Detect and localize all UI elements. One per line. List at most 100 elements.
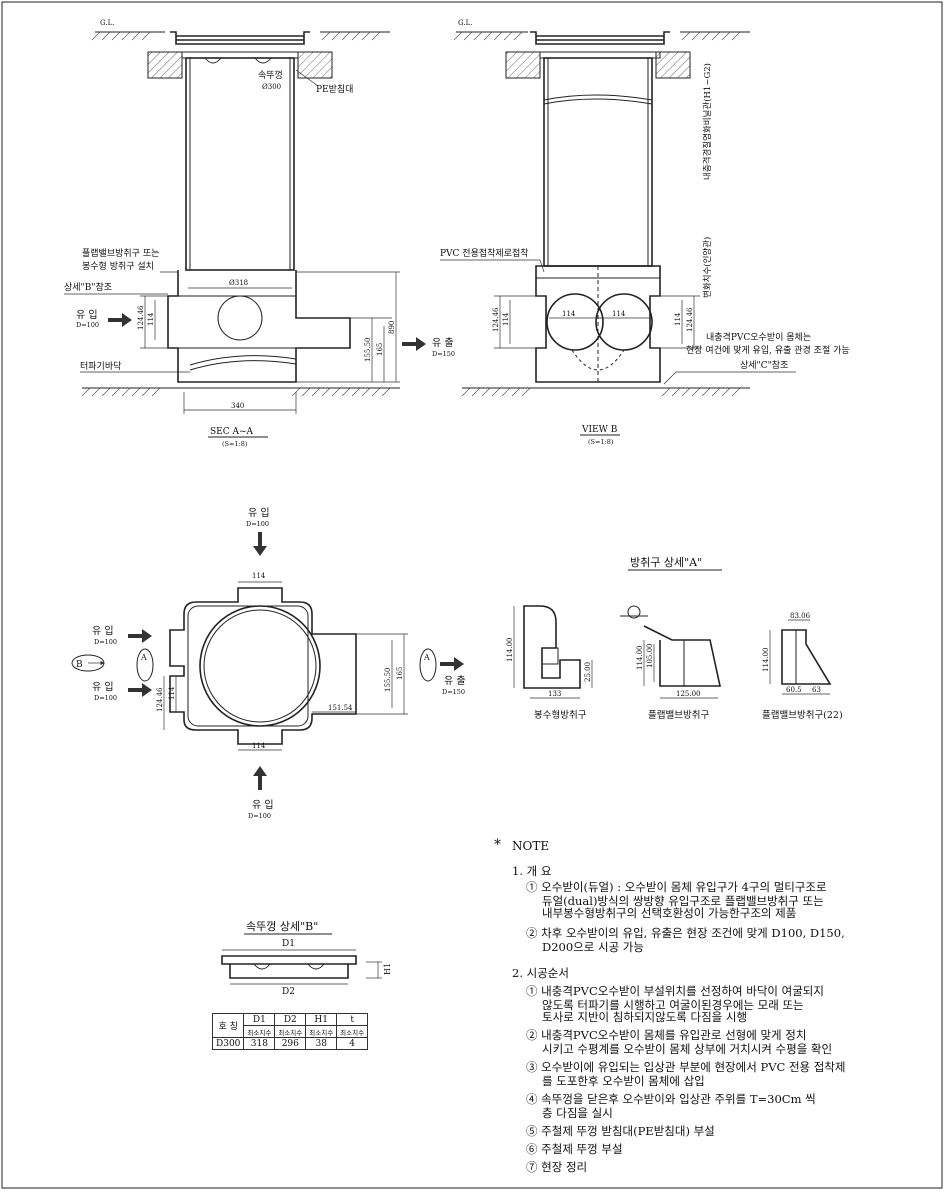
plan-outlet-arrow	[440, 657, 464, 671]
trap3-shape	[781, 629, 832, 685]
inlet-ring-left	[546, 293, 604, 351]
plan-outline	[169, 587, 357, 745]
outlet-arrow	[402, 337, 426, 351]
detail-c-ref: 상세"C"참조	[740, 360, 788, 371]
plan-dim-114-top: 114	[252, 572, 266, 580]
d1-label: D1	[282, 939, 295, 949]
outlet-label: 유 출	[432, 337, 454, 349]
trap2-valve	[627, 605, 641, 619]
inlet-ring-right	[595, 293, 653, 351]
trap2-h2: 105.00	[646, 644, 654, 669]
trap1-h: 114.00	[506, 638, 514, 663]
plan-inlet-bottom-d: D=100	[248, 812, 271, 820]
note-s2-i4-l2: 층 다짐을 실시	[542, 1106, 613, 1120]
pipe-note: 내충격경질염화비닐관(H1~G2)	[702, 63, 713, 180]
dim-165: 165	[376, 343, 384, 356]
marker-a-left	[136, 648, 154, 682]
pvc-glue-note: PVC 전용접착제로접착	[440, 247, 529, 259]
table-header-cell: D1	[243, 1013, 276, 1026]
note-s2-i3-l2: 를 도포한후 오수받이 몸체에 삽입	[542, 1074, 705, 1088]
dim-114: 114	[147, 312, 155, 326]
trap1-label: 봉수형방취구	[534, 710, 587, 721]
plan-chamber-circle	[199, 605, 321, 727]
marker-a-left-text: A	[140, 653, 147, 662]
plan-inlet-left1-d: D=100	[94, 638, 117, 646]
outlet-opening	[217, 295, 263, 341]
note-s1-i1-l2: 듀얼(dual)방식의 쌍방향 유입구조로 플랩밸브방취구 또는	[542, 894, 824, 908]
dim-114-r: 114	[674, 312, 682, 326]
dim-114-a: 114	[562, 310, 576, 318]
table-header-cell: H1	[305, 1013, 338, 1026]
plan-inlet-left1-arrow	[128, 629, 152, 643]
dim-12446-l: 124.46	[492, 307, 500, 332]
note-s2-i2-l2: 시키고 수평계를 오수받이 몸체 상부에 거치시켜 수평을 확인	[542, 1042, 833, 1056]
plan-inlet-left2: 유 입	[92, 680, 114, 693]
table-cell: 38	[305, 1037, 338, 1050]
detail-a-title: 방취구 상세"A"	[630, 556, 702, 569]
table-row: D300 318 296 38 4	[211, 1037, 369, 1050]
note-s2-i1-l3: 토사로 지반이 침하되지않도록 다짐을 시행	[542, 1010, 748, 1024]
note-star: *	[494, 837, 501, 853]
plan-inlet-left2-arrow	[128, 683, 152, 697]
note-s1-title: 1. 개 요	[512, 864, 552, 878]
trap3-w2: 63	[812, 686, 821, 694]
sec-a-view: G.L. 속뚜껑 Ø300 PE받침대 플랩밸브방취구 또는 봉수형 방취구 설…	[64, 19, 455, 448]
trap2-h1: 114.00	[636, 646, 644, 671]
plan-dim-12446: 124.46	[156, 687, 164, 712]
note-s1-i2-l1: ② 차후 오수받이의 유입, 유출은 현장 조건에 맞게 D100, D150,	[526, 926, 845, 940]
dim-114-l: 114	[502, 312, 510, 326]
inlet-d-label: D=100	[76, 321, 99, 329]
trap3-w1: 60.5	[786, 686, 802, 694]
frame-block-left-b	[505, 51, 541, 79]
note-s2-i3-l1: ③ 오수받이에 유입되는 입상관 부분에 현장에서 PVC 전용 접착제	[526, 1060, 846, 1074]
plan-view: 유 입 D=100 유 입 D=100 유 입 D=100 유 입 D=100 …	[71, 506, 466, 820]
trap1-r: 25.00	[584, 662, 592, 682]
trap3-top: 83.06	[790, 612, 811, 620]
inlet-label: 유 입	[76, 308, 98, 321]
view-b: G.L. 내충격경질염화비닐관(H1~G2) 변화치수(인양관) PVC 전용접…	[440, 19, 850, 446]
plan-inlet-bottom-arrow	[253, 766, 267, 790]
table-header-cell: D2	[274, 1013, 307, 1026]
note-s2-i2-l1: ② 내충격PVC오수받이 몸체를 유입관로 선형에 맞게 정치	[526, 1028, 807, 1042]
plan-inlet-left1: 유 입	[92, 624, 114, 637]
table-subheader-cell: 최소치수	[243, 1025, 276, 1038]
table-subheader-cell: 최소치수	[274, 1025, 307, 1038]
note-s1-i1-l1: ① 오수받이(듀얼) : 오수받이 몸체 유입구가 4구의 멀티구조로	[526, 880, 827, 894]
detail-b-ref: 상세"B"참조	[64, 282, 112, 293]
table-cell: D300	[211, 1037, 245, 1050]
gl-label: G.L.	[100, 19, 114, 27]
plan-outlet-d: D=150	[442, 688, 465, 696]
dim-340: 340	[231, 402, 244, 410]
plan-inlet-top-d: D=100	[246, 520, 269, 528]
trap3-label: 플랩밸브방취구(22)	[762, 709, 843, 721]
trap1-w: 133	[548, 690, 561, 698]
detail-b: 속뚜껑 상세"B" D1 D2 H1	[221, 920, 392, 997]
note-s1-i1-l3: 내부봉수형방취구의 선택호환성이 가능한구조의 제품	[542, 906, 797, 920]
gl-label-b: G.L.	[458, 19, 472, 27]
view-b-scale: (S=1:8)	[588, 438, 614, 446]
table-cell: 318	[243, 1037, 276, 1050]
table-subheader-cell: 최소치수	[305, 1025, 338, 1038]
sec-a-scale: (S=1:8)	[222, 440, 248, 448]
note-s2-title: 2. 시공순서	[512, 966, 569, 980]
outlet-d-label: D=150	[432, 350, 455, 358]
ground-hatch	[91, 31, 381, 41]
frame-block-right	[297, 51, 333, 79]
plan-inlet-top: 유 입	[248, 506, 270, 519]
plan-dim-114-left: 114	[168, 686, 176, 700]
lid-label: 속뚜껑	[258, 69, 283, 81]
view-b-title: VIEW B	[581, 425, 618, 435]
table-header-cell: t	[336, 1013, 369, 1026]
riser-pipe-b	[543, 57, 653, 267]
dim-12446: 124.46	[137, 305, 145, 330]
dim-12446-r: 124.46	[686, 307, 694, 332]
trap3-h: 114.00	[762, 648, 770, 673]
body-note-1: 내충격PVC오수받이 몸체는	[706, 331, 811, 343]
marker-a-right	[419, 648, 437, 682]
dim-890: 890	[388, 321, 396, 334]
table-header-cell: 호 칭	[211, 1013, 245, 1038]
lid-section	[221, 955, 357, 979]
